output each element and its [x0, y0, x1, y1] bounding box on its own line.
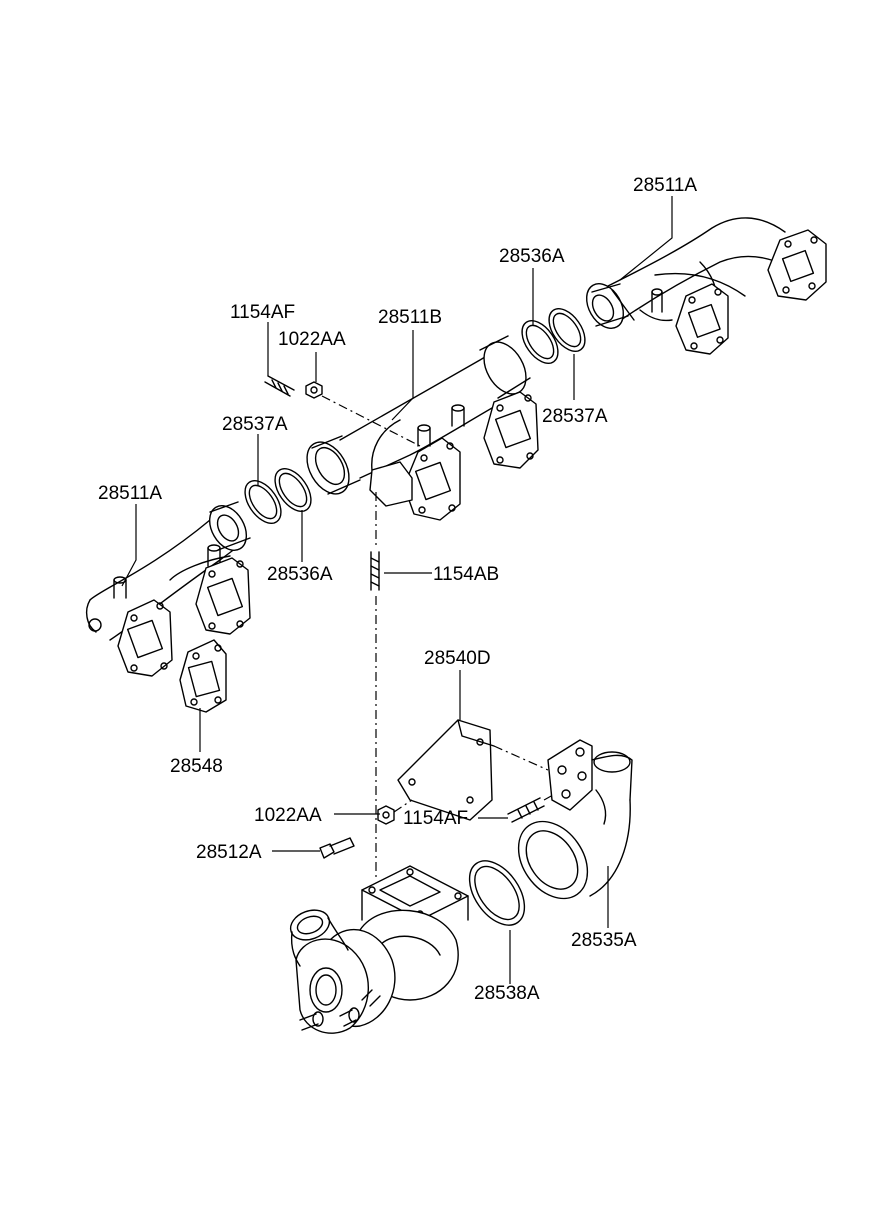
label-1154AF-top: 1154AF	[230, 302, 295, 323]
bolt-28512A	[319, 837, 355, 859]
label-28536A-mid: 28536A	[267, 564, 333, 585]
part-labels: 28511A 28536A 1154AF 28511B 1022AA 28537…	[98, 175, 697, 1004]
ring-28537A-right	[548, 308, 586, 352]
gasket-28548	[179, 639, 227, 713]
label-28538A: 28538A	[474, 983, 540, 1004]
front-manifold-section	[85, 501, 251, 677]
rear-manifold-section	[585, 217, 827, 355]
stud-1154AB	[370, 551, 380, 591]
label-28512A: 28512A	[196, 842, 262, 863]
label-1154AB: 1154AB	[433, 564, 499, 585]
label-28511A-top: 28511A	[633, 175, 697, 196]
stud-1154AF-top	[264, 375, 295, 397]
leader-lines	[121, 196, 673, 984]
label-28537A-left: 28537A	[222, 414, 288, 435]
label-28536A-top: 28536A	[499, 246, 565, 267]
label-28540D: 28540D	[424, 648, 491, 669]
label-1022AA-bottom: 1022AA	[254, 805, 322, 826]
ring-28538A	[468, 860, 526, 926]
ring-28536A-top	[521, 320, 559, 364]
ring-28536A-mid	[274, 468, 312, 512]
bracket-28540D	[397, 719, 549, 821]
label-28537A-right: 28537A	[542, 406, 608, 427]
label-28548: 28548	[170, 756, 223, 777]
ring-28537A-left	[244, 480, 282, 524]
label-1022AA-top: 1022AA	[278, 329, 346, 350]
label-28511B: 28511B	[378, 307, 442, 328]
turbocharger	[289, 865, 469, 1034]
label-28511A-left: 28511A	[98, 483, 162, 504]
nut-1022AA-bottom	[377, 799, 413, 825]
nut-1022AA-top	[305, 381, 323, 399]
label-1154AF-bottom: 1154AF	[403, 808, 468, 829]
elbow-pipe-28535A	[517, 739, 633, 900]
label-28535A: 28535A	[571, 930, 637, 951]
center-manifold-section	[306, 335, 539, 521]
